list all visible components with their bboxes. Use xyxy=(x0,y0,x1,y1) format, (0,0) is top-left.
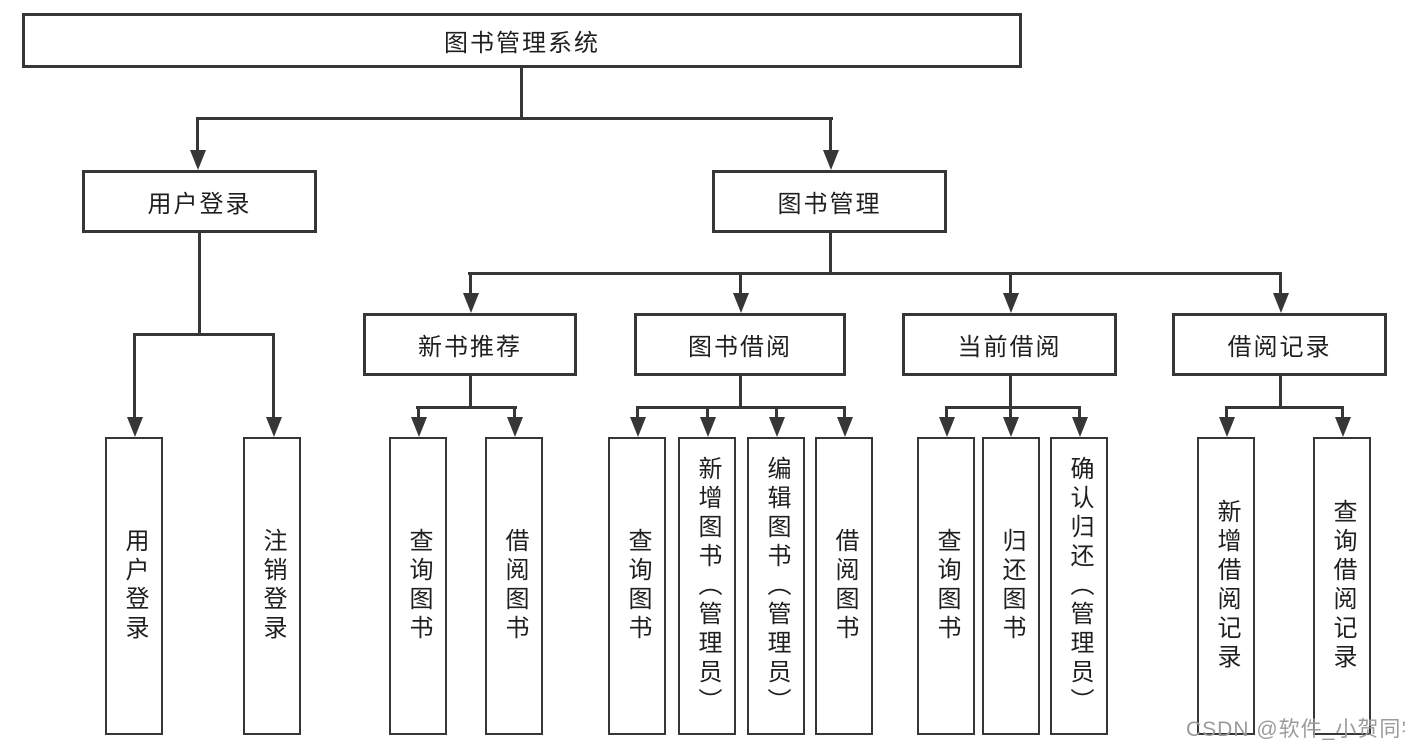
connector-line xyxy=(196,117,199,155)
leaf-label: 查询图书 xyxy=(933,528,960,644)
connector-line xyxy=(945,406,948,420)
connector-line xyxy=(196,117,833,120)
arrow-down-icon xyxy=(938,417,955,437)
connector-line xyxy=(1225,406,1228,420)
leaf-cb-return-book: 归还图书 xyxy=(982,437,1040,735)
leaf-bb-borrow-book: 借阅图书 xyxy=(815,437,873,735)
arrow-down-icon xyxy=(822,150,839,170)
connector-line xyxy=(1009,272,1012,295)
leaf-label: 查询图书 xyxy=(405,528,432,644)
leaf-user-login: 用户登录 xyxy=(105,437,163,735)
arrow-down-icon xyxy=(836,417,853,437)
leaf-label: 查询图书 xyxy=(624,528,651,644)
leaf-nb-query-book: 查询图书 xyxy=(389,437,447,735)
leaf-label: 借阅图书 xyxy=(501,528,528,644)
node-book-management: 图书管理 xyxy=(712,170,947,233)
connector-line xyxy=(520,68,523,119)
connector-line xyxy=(133,333,136,419)
node-current-borrow: 当前借阅 xyxy=(902,313,1117,376)
leaf-label: 用户登录 xyxy=(121,528,148,644)
arrow-down-icon xyxy=(1334,417,1351,437)
connector-line xyxy=(469,376,472,408)
connector-line xyxy=(829,117,832,155)
connector-line xyxy=(706,406,709,420)
arrow-down-icon xyxy=(732,293,749,313)
arrow-down-icon xyxy=(699,417,716,437)
leaf-bb-add-book-admin: 新增图书（管理员） xyxy=(678,437,736,735)
connector-line xyxy=(636,406,846,409)
node-label: 图书管理 xyxy=(777,191,882,218)
connector-line xyxy=(1225,406,1344,409)
arrow-down-icon xyxy=(126,417,143,437)
leaf-nb-borrow-book: 借阅图书 xyxy=(485,437,543,735)
arrow-down-icon xyxy=(1071,417,1088,437)
connector-line xyxy=(1341,406,1344,420)
connector-line xyxy=(417,406,420,420)
node-label: 当前借阅 xyxy=(957,334,1062,361)
arrow-down-icon xyxy=(629,417,646,437)
leaf-label: 新增借阅记录 xyxy=(1213,499,1240,673)
arrow-down-icon xyxy=(1272,293,1289,313)
arrow-down-icon xyxy=(1218,417,1235,437)
connector-line xyxy=(1009,406,1012,420)
arrow-down-icon xyxy=(506,417,523,437)
node-borrow-record: 借阅记录 xyxy=(1172,313,1387,376)
leaf-bb-query-book: 查询图书 xyxy=(608,437,666,735)
arrow-down-icon xyxy=(462,293,479,313)
connector-line xyxy=(1078,406,1081,420)
leaf-cb-confirm-return-admin: 确认归还（管理员） xyxy=(1050,437,1108,735)
connector-line xyxy=(636,406,639,420)
arrow-down-icon xyxy=(189,150,206,170)
leaf-label: 借阅图书 xyxy=(831,528,858,644)
leaf-label: 注销登录 xyxy=(259,528,286,644)
leaf-br-add-record: 新增借阅记录 xyxy=(1197,437,1255,735)
node-label: 新书推荐 xyxy=(418,334,522,361)
connector-line xyxy=(133,333,275,336)
connector-line xyxy=(739,376,742,408)
node-book-borrow: 图书借阅 xyxy=(634,313,846,376)
leaf-label: 确认归还（管理员） xyxy=(1066,455,1093,717)
leaf-label: 查询借阅记录 xyxy=(1329,499,1356,673)
connector-line xyxy=(843,406,846,420)
watermark: CSDN @软件_小贺同学 xyxy=(1186,718,1405,741)
arrow-down-icon xyxy=(768,417,785,437)
leaf-logout: 注销登录 xyxy=(243,437,301,735)
connector-line xyxy=(829,231,832,274)
leaf-label: 编辑图书（管理员） xyxy=(763,455,790,717)
arrow-down-icon xyxy=(265,417,282,437)
node-user-login: 用户登录 xyxy=(82,170,317,233)
node-root-book-management-system: 图书管理系统 xyxy=(22,13,1022,68)
connector-line xyxy=(416,406,517,409)
leaf-cb-query-book: 查询图书 xyxy=(917,437,975,735)
leaf-label: 新增图书（管理员） xyxy=(694,455,721,717)
leaf-bb-edit-book-admin: 编辑图书（管理员） xyxy=(747,437,805,735)
arrow-down-icon xyxy=(410,417,427,437)
node-label: 图书管理系统 xyxy=(444,30,600,57)
connector-line xyxy=(945,406,1081,409)
connector-line xyxy=(739,272,742,295)
connector-line xyxy=(513,406,516,420)
arrow-down-icon xyxy=(1002,417,1019,437)
connector-line xyxy=(1279,272,1282,295)
connector-line xyxy=(468,272,1282,275)
node-new-book-recommend: 新书推荐 xyxy=(363,313,577,376)
connector-line xyxy=(1009,376,1012,408)
node-label: 借阅记录 xyxy=(1227,334,1332,361)
leaf-br-query-record: 查询借阅记录 xyxy=(1313,437,1371,735)
node-label: 用户登录 xyxy=(147,191,252,218)
connector-line xyxy=(272,333,275,419)
arrow-down-icon xyxy=(1002,293,1019,313)
connector-line xyxy=(469,272,472,295)
node-label: 图书借阅 xyxy=(688,334,792,361)
connector-line xyxy=(775,406,778,420)
connector-line xyxy=(1279,376,1282,408)
leaf-label: 归还图书 xyxy=(998,528,1025,644)
connector-line xyxy=(198,231,201,335)
